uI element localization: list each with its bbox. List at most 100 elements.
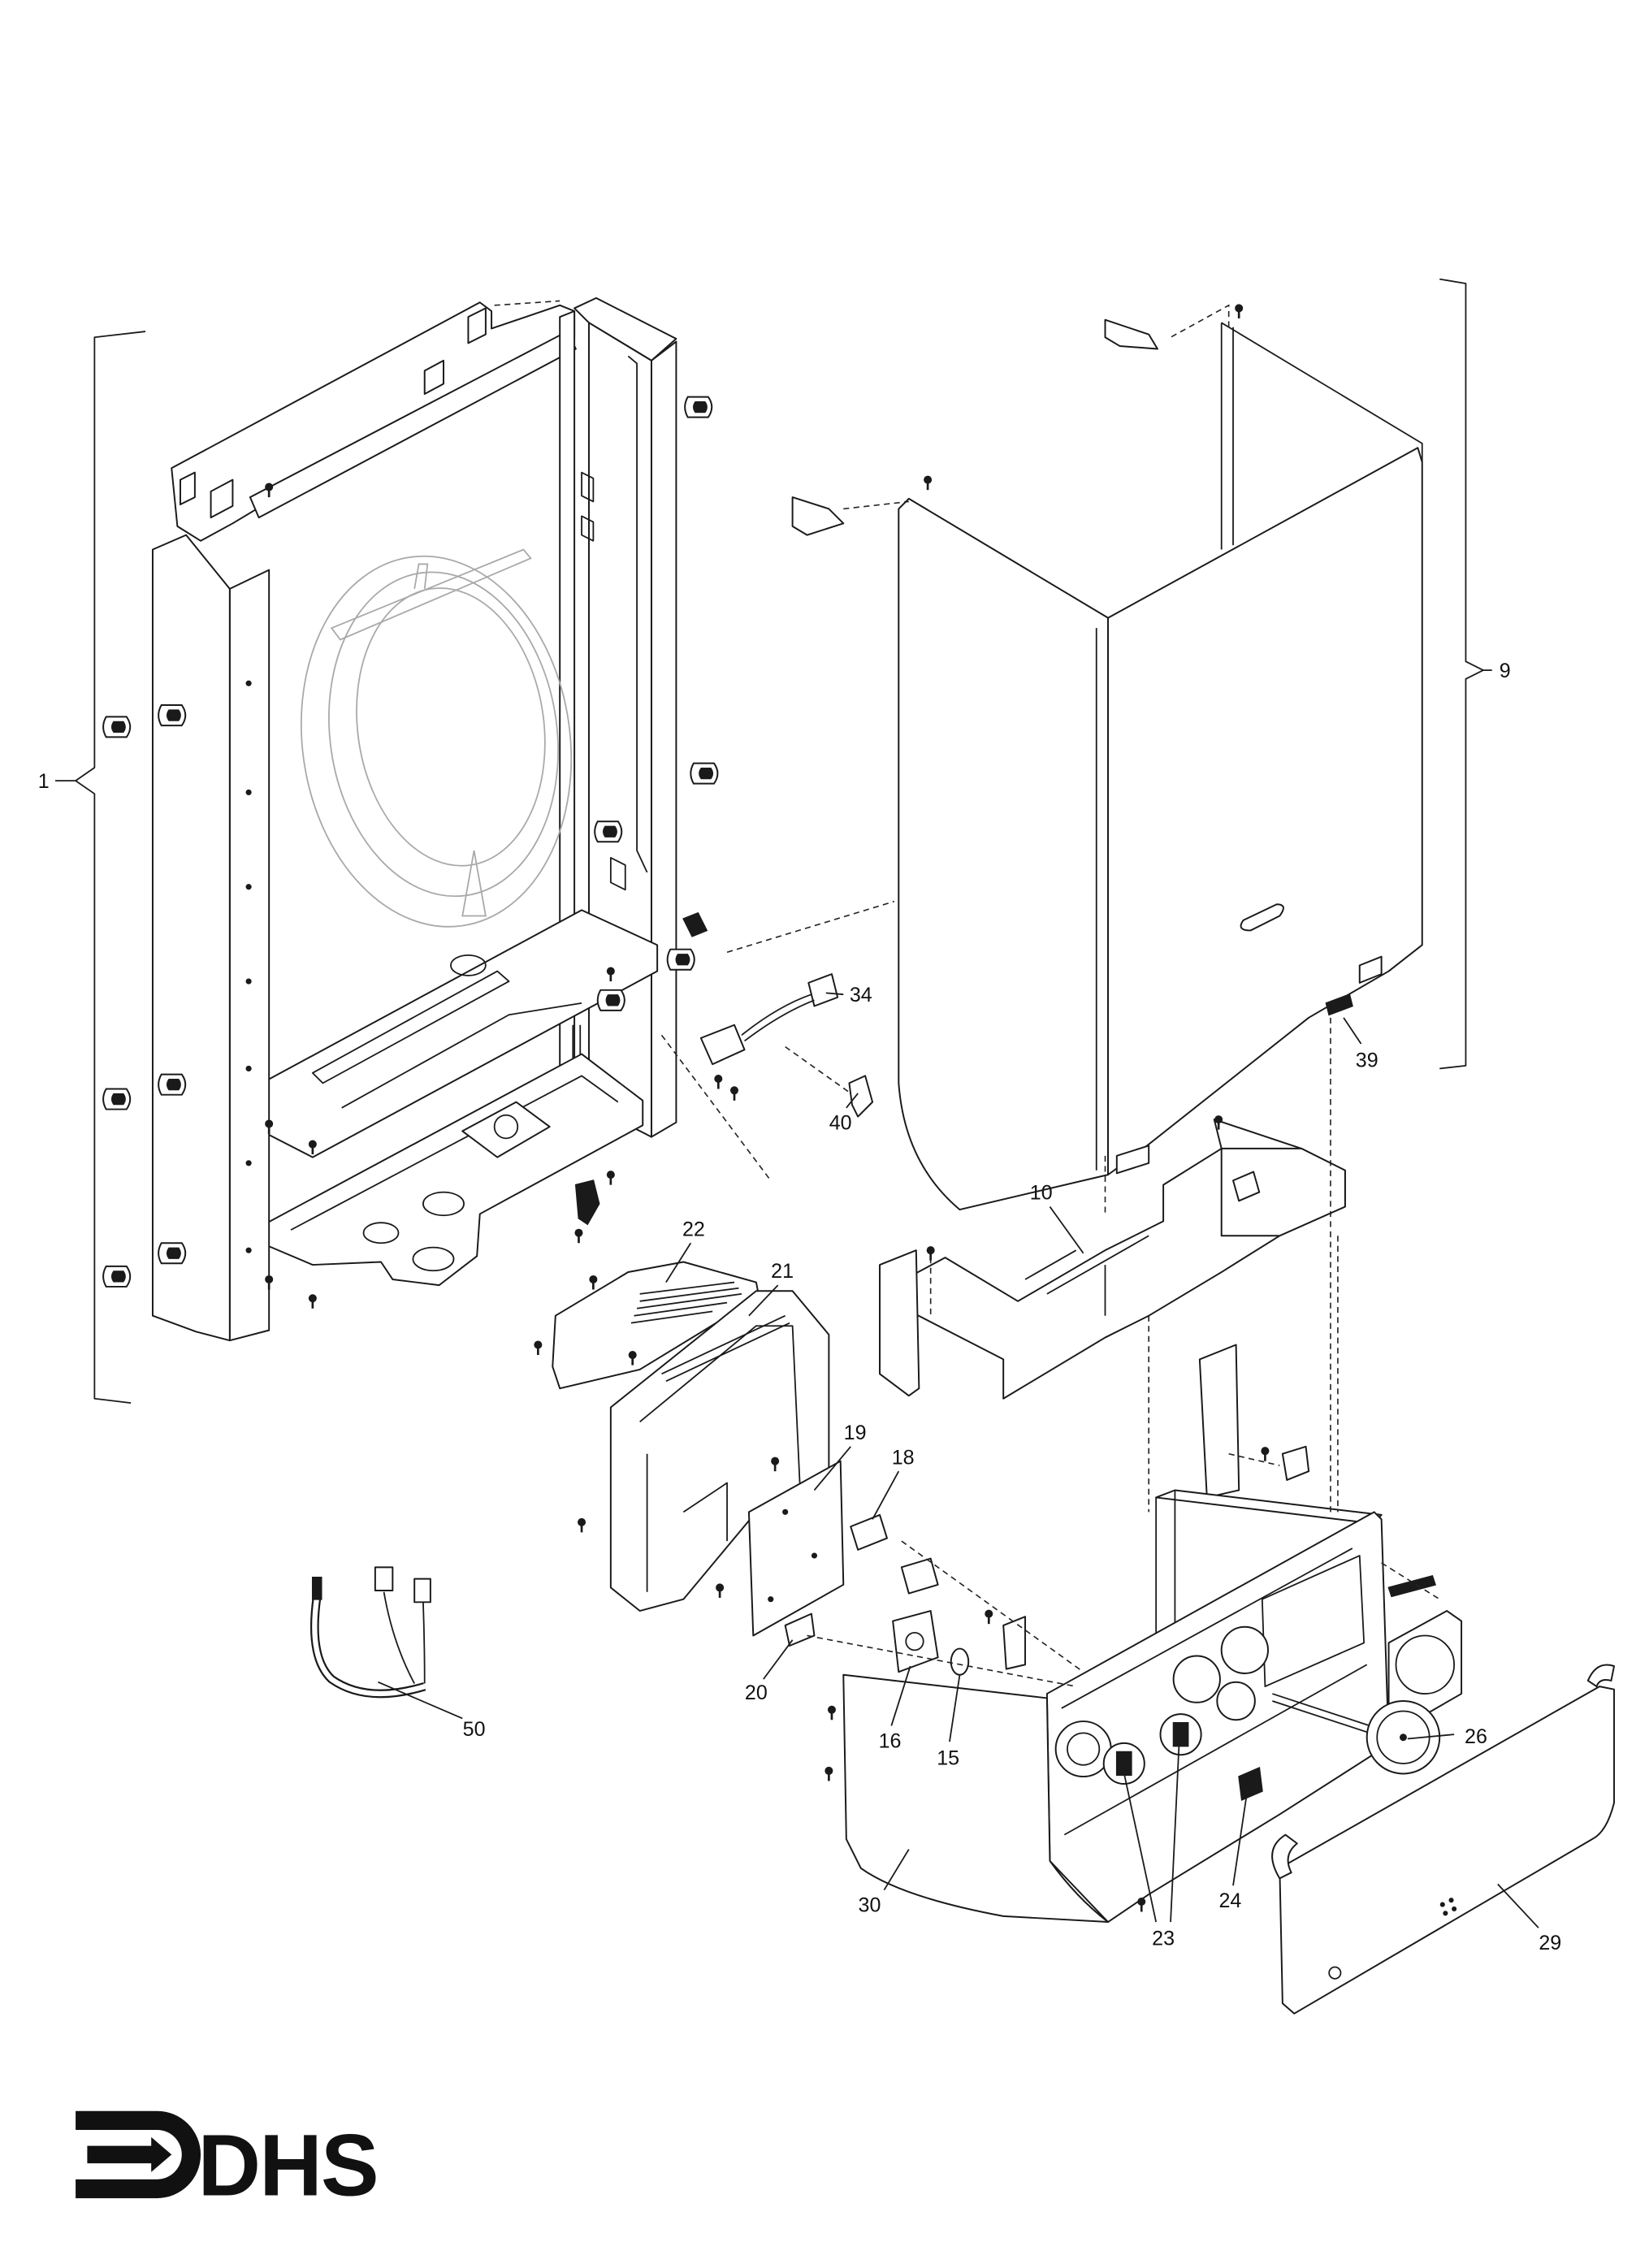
leader-line-10 bbox=[1049, 1205, 1084, 1254]
grommet bbox=[102, 716, 132, 738]
knob-grip bbox=[1115, 1751, 1132, 1777]
mounting-bracket bbox=[1002, 1616, 1027, 1670]
casing-hook-bracket bbox=[791, 496, 845, 536]
grommet bbox=[684, 396, 713, 418]
grommet bbox=[102, 1265, 132, 1288]
dial-opening bbox=[1216, 1681, 1256, 1721]
screw bbox=[826, 1704, 837, 1721]
harness-connector bbox=[374, 1566, 394, 1591]
casing-back-edge bbox=[1220, 322, 1423, 550]
heat-exchanger-coil bbox=[328, 571, 559, 898]
chassis-rail-slot bbox=[609, 857, 626, 891]
harness-connector bbox=[413, 1578, 431, 1604]
leader-line-30 bbox=[883, 1849, 910, 1891]
pcb-19 bbox=[747, 1460, 845, 1637]
assembly-guide-line bbox=[807, 1634, 1076, 1687]
callout-label-22: 22 bbox=[682, 1218, 705, 1240]
harness-wire bbox=[383, 1591, 426, 1684]
chassis-left-rail-front bbox=[151, 534, 231, 1342]
callout-label-10: 10 bbox=[1030, 1182, 1053, 1205]
chassis-bottom-plate bbox=[263, 1053, 644, 1287]
leader-line-50 bbox=[378, 1681, 463, 1720]
pcb-hole bbox=[768, 1596, 774, 1603]
bottom-plate-hole bbox=[493, 1114, 519, 1140]
bottom-plate-hole bbox=[362, 1222, 400, 1244]
callout-label-40: 40 bbox=[829, 1112, 852, 1135]
grommet bbox=[594, 820, 623, 843]
clip-39 bbox=[1325, 993, 1353, 1016]
cover-hatching bbox=[630, 1281, 742, 1324]
callout-label-29: 29 bbox=[1539, 1932, 1561, 1954]
leader-line-16 bbox=[890, 1665, 911, 1726]
leader-line-21 bbox=[748, 1284, 779, 1317]
heat-exchanger-outline bbox=[300, 548, 573, 928]
bracket-rib bbox=[1024, 1235, 1149, 1316]
screw bbox=[1136, 1896, 1147, 1913]
bracket-box-square bbox=[1232, 1171, 1261, 1202]
rail-hole bbox=[245, 1065, 252, 1072]
dhs-logo: DHS bbox=[76, 2110, 379, 2214]
bottom-plate-square bbox=[461, 1101, 551, 1158]
leader-line-22 bbox=[665, 1242, 692, 1283]
callout-labels: 1 9 34 39 40 10 22 21 19 18 20 16 15 50 … bbox=[38, 660, 1561, 1954]
chassis-top-tab bbox=[467, 307, 487, 344]
chassis-top-tab bbox=[210, 478, 234, 519]
rail-hole bbox=[245, 1247, 252, 1253]
gauge-housing-ring bbox=[1395, 1634, 1456, 1695]
bottom-plate-rim bbox=[290, 1075, 619, 1231]
callout-label-50: 50 bbox=[463, 1718, 486, 1741]
shelf-hole bbox=[450, 954, 487, 976]
assembly-guide-line bbox=[726, 900, 895, 954]
temperature-dial bbox=[1054, 1720, 1112, 1778]
casing-bottom-tab bbox=[1115, 1145, 1150, 1175]
heat-exchanger-coil bbox=[356, 587, 546, 867]
sensor-connector bbox=[807, 973, 839, 1007]
clock-opening bbox=[1220, 1625, 1269, 1674]
callout-label-18: 18 bbox=[892, 1446, 915, 1469]
pcb-board bbox=[747, 1460, 845, 1637]
heat-exchanger-coil bbox=[300, 555, 573, 928]
facia-label-strip bbox=[1061, 1547, 1368, 1836]
grommet bbox=[158, 1242, 187, 1265]
switch-16 bbox=[892, 1610, 939, 1673]
sensor-lead-34 bbox=[682, 911, 839, 1066]
sensor-plug bbox=[682, 911, 708, 937]
callout-label-21: 21 bbox=[771, 1260, 794, 1283]
chassis-rail-bend bbox=[627, 355, 648, 873]
casing-slot bbox=[1240, 903, 1284, 932]
leader-line-24 bbox=[1232, 1788, 1249, 1886]
burner-stem bbox=[413, 563, 429, 590]
callout-label-39: 39 bbox=[1356, 1050, 1378, 1072]
bottom-plate-hole bbox=[412, 1246, 455, 1272]
casing-hook-bracket bbox=[1104, 318, 1158, 350]
pcb-hole bbox=[782, 1508, 789, 1515]
assembly-guide-line bbox=[1170, 304, 1230, 338]
gasket-strip bbox=[1387, 1575, 1437, 1598]
assembly-guide-lines bbox=[494, 300, 1440, 1687]
wiring-harness-50 bbox=[309, 1566, 431, 1699]
clip-40 bbox=[848, 1075, 874, 1118]
bracket-item-1 bbox=[75, 331, 146, 1404]
relay-block bbox=[900, 1557, 939, 1595]
chassis-rail-slot bbox=[581, 515, 595, 542]
bracket-box bbox=[1220, 1147, 1346, 1237]
harness-sleeve bbox=[312, 1595, 426, 1697]
pcb-hole bbox=[811, 1552, 818, 1559]
clip-20 bbox=[784, 1612, 816, 1647]
cable-clip bbox=[1281, 1445, 1310, 1481]
temperature-dial-inner bbox=[1067, 1732, 1101, 1766]
switch-24 bbox=[1238, 1767, 1263, 1801]
assembly-guide-line bbox=[785, 1045, 851, 1094]
control-box-rod bbox=[661, 1314, 790, 1383]
screw bbox=[307, 1292, 318, 1310]
grommet bbox=[666, 948, 695, 971]
screw bbox=[712, 1073, 724, 1090]
facia-top bbox=[1155, 1489, 1383, 1525]
rail-hole bbox=[245, 789, 252, 795]
shelf-slot bbox=[311, 970, 510, 1084]
knob-15 bbox=[950, 1647, 970, 1676]
bracket-item-9 bbox=[1439, 278, 1484, 1070]
leader-line-15 bbox=[949, 1674, 961, 1742]
cable-clip-bracket bbox=[1198, 1344, 1240, 1499]
leader-line-34 bbox=[825, 992, 844, 996]
